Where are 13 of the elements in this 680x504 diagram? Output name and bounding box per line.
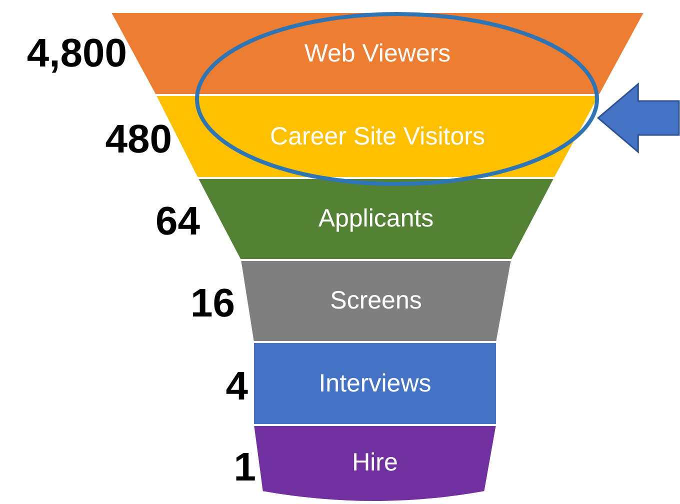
stage-label: Hire bbox=[352, 448, 398, 477]
stage-label: Screens bbox=[330, 286, 422, 316]
count-label: 16 bbox=[190, 282, 235, 326]
count-label: 4,800 bbox=[26, 31, 127, 76]
stage-label: Web Viewers bbox=[304, 39, 451, 68]
count-label: 64 bbox=[156, 200, 200, 244]
stage-label: Interviews bbox=[318, 369, 432, 398]
count-label: 1 bbox=[234, 445, 256, 490]
count-label: 4 bbox=[226, 364, 248, 409]
stage-label: Applicants bbox=[318, 204, 434, 234]
block-arrow bbox=[596, 82, 680, 154]
count-label: 480 bbox=[105, 117, 172, 162]
stage-label: Career Site Visitors bbox=[270, 122, 485, 151]
